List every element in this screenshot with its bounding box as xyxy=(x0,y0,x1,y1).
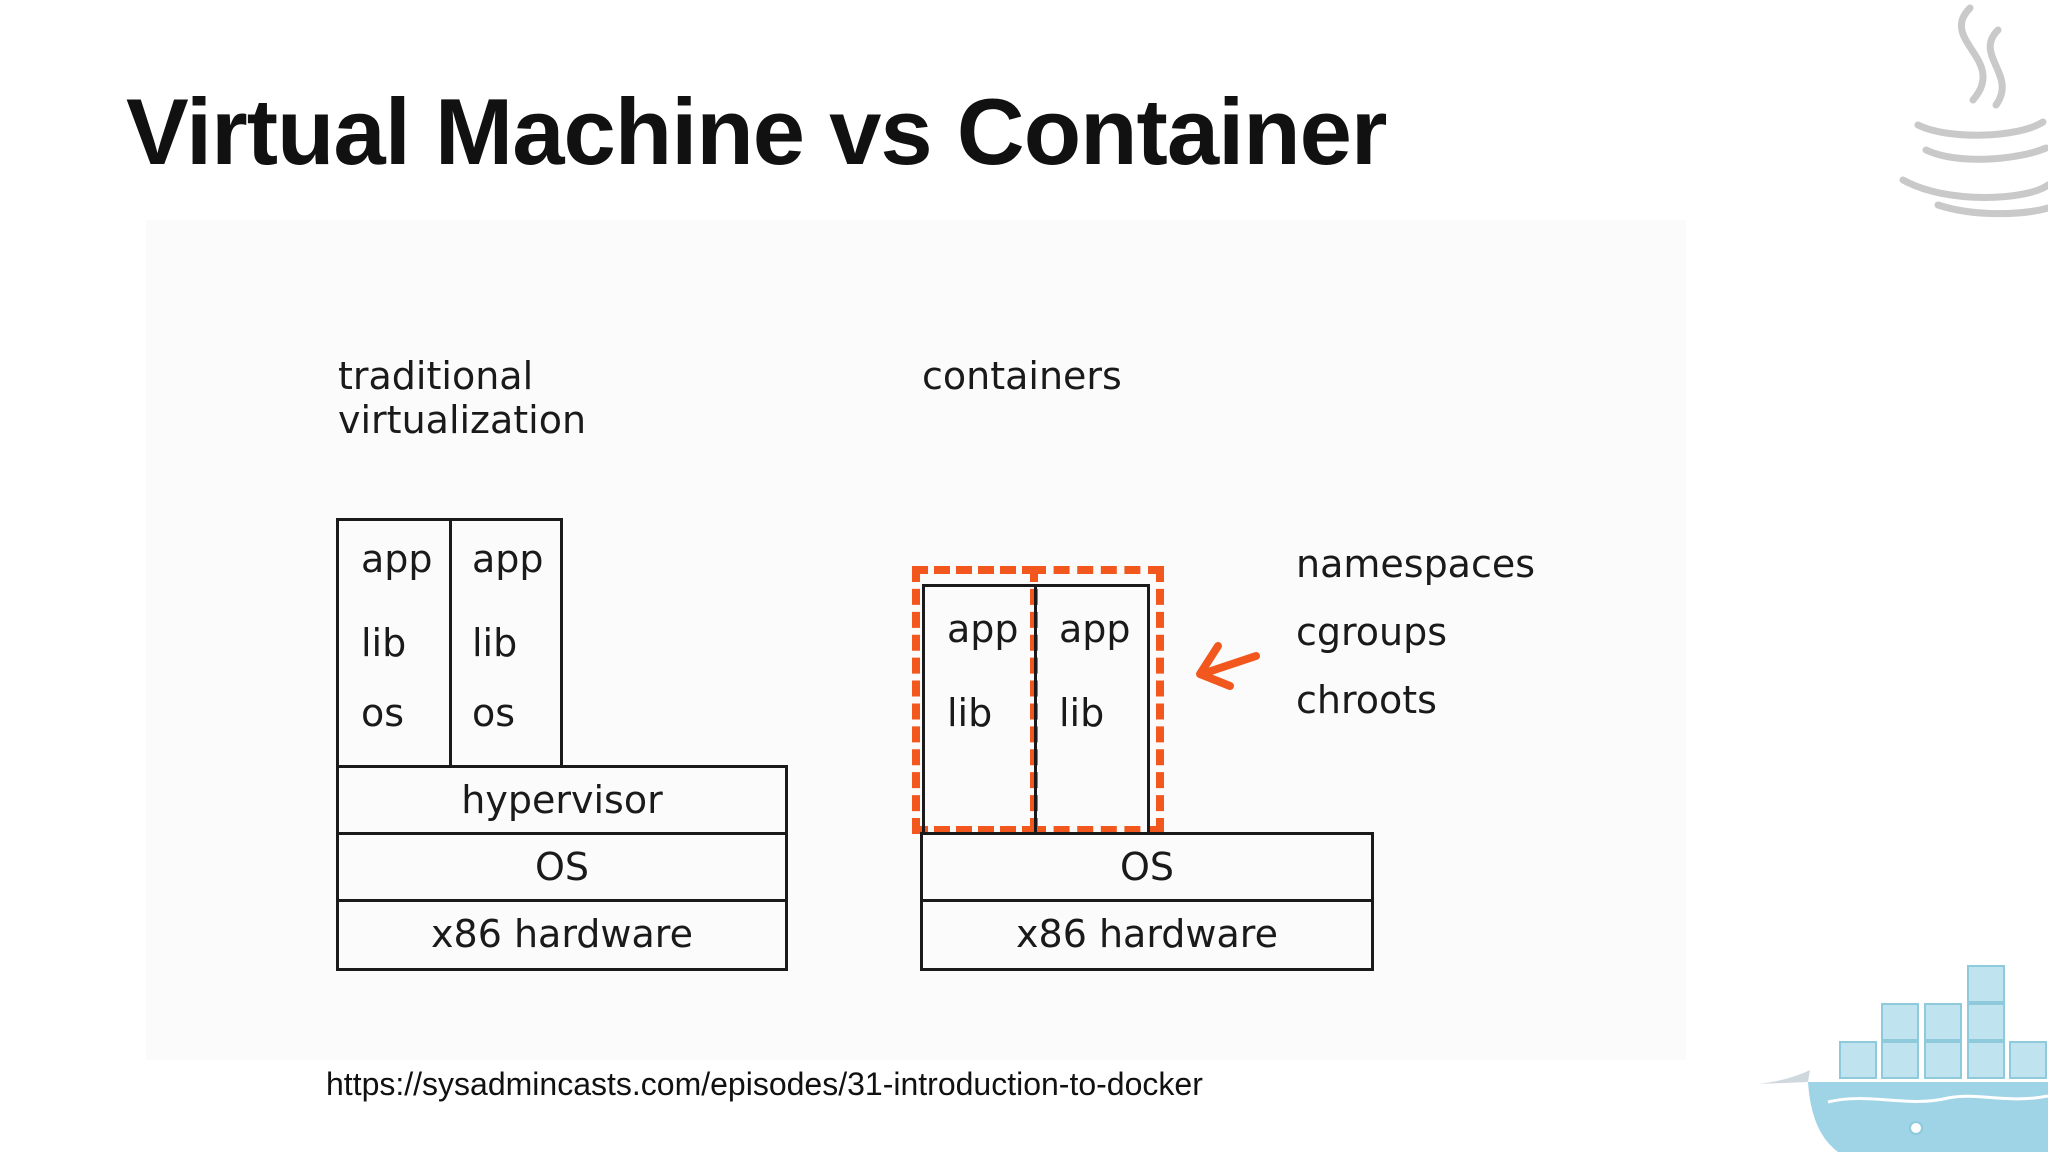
hypervisor-label: hypervisor xyxy=(461,778,663,822)
traditional-os-label: OS xyxy=(534,845,590,889)
container2-stack: app lib xyxy=(1034,584,1150,832)
container1-stack: app lib xyxy=(922,584,1036,832)
vm1-os-label: os xyxy=(361,691,405,735)
containers-hardware-label: x86 hardware xyxy=(1016,912,1278,956)
traditional-os-layer: OS xyxy=(336,832,788,902)
traditional-hardware-layer: x86 hardware xyxy=(336,899,788,971)
containers-os-layer: OS xyxy=(920,832,1374,902)
feature-namespaces: namespaces xyxy=(1296,542,1536,586)
vm2-stack: app lib os xyxy=(449,518,563,768)
java-logo-icon xyxy=(1899,4,2048,218)
containers-heading: containers xyxy=(922,354,1122,398)
feature-cgroups: cgroups xyxy=(1296,610,1448,654)
traditional-heading-line1: traditional xyxy=(338,354,534,398)
vm2-lib-label: lib xyxy=(472,621,518,665)
container2-lib-label: lib xyxy=(1059,691,1105,735)
container2-app-label: app xyxy=(1059,607,1131,651)
feature-chroots: chroots xyxy=(1296,678,1437,722)
hypervisor-layer: hypervisor xyxy=(336,765,788,835)
containers-hardware-layer: x86 hardware xyxy=(920,899,1374,971)
containers-os-label: OS xyxy=(1119,845,1175,889)
traditional-heading-line2: virtualization xyxy=(338,398,587,442)
arrow-left-icon xyxy=(1196,642,1260,690)
docker-whale-icon xyxy=(1758,965,2048,1152)
container1-lib-label: lib xyxy=(947,691,993,735)
vm2-app-label: app xyxy=(472,537,544,581)
vm1-lib-label: lib xyxy=(361,621,407,665)
vm2-os-label: os xyxy=(472,691,516,735)
vm1-app-label: app xyxy=(361,537,433,581)
container1-app-label: app xyxy=(947,607,1019,651)
traditional-hardware-label: x86 hardware xyxy=(431,912,693,956)
source-link[interactable]: https://sysadmincasts.com/episodes/31-in… xyxy=(326,1066,1203,1102)
slide-title: Virtual Machine vs Container xyxy=(126,79,1388,184)
container1-boundary xyxy=(912,566,1038,834)
vm1-stack: app lib os xyxy=(336,518,451,768)
